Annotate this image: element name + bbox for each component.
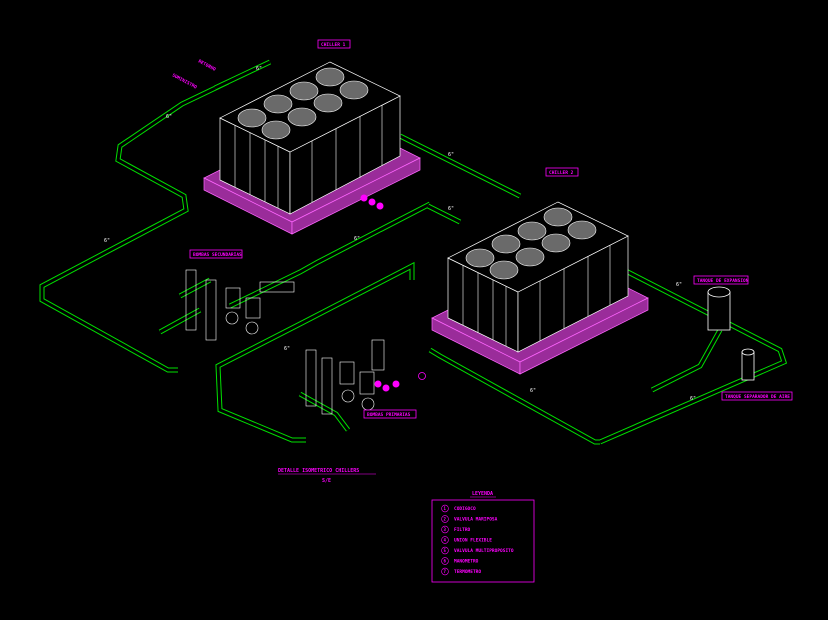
legend-item-number: 4 bbox=[444, 538, 447, 543]
legend-item-number: 2 bbox=[444, 517, 447, 522]
label-bombas-primarias: BOMBAS PRIMARIAS bbox=[367, 412, 411, 418]
legend-item-marker bbox=[441, 546, 449, 555]
legend: LEYENDA 1 CODIGOCO 2 VALVULA MARIPOSA 3 FILTR… bbox=[431, 491, 535, 583]
legend-item-number: 5 bbox=[444, 548, 447, 553]
expansion-tank bbox=[707, 286, 731, 331]
legend-item-label: CODIGOCO bbox=[454, 506, 476, 512]
drawing-title: DETALLE ISOMETRICO CHILLERS bbox=[278, 468, 359, 474]
pipe-size-labels: 6" 6" 6" 6" 6" 6" 6" 6" 6" 6" bbox=[104, 66, 696, 402]
label-suministro: SUMINISTRO bbox=[171, 72, 198, 90]
pipe-size-label: 6" bbox=[676, 282, 682, 288]
legend-item-marker bbox=[441, 536, 449, 544]
label-tanque-expansion: TANQUE DE EXPANSION bbox=[697, 278, 749, 284]
component-badges bbox=[360, 194, 426, 392]
pipe-size-label: 6" bbox=[530, 388, 536, 394]
label-chiller-1: CHILLER 1 bbox=[321, 42, 346, 48]
legend-item-label: FILTRO bbox=[454, 527, 471, 533]
legend-item-marker bbox=[441, 515, 449, 523]
pipe-size-label: 6" bbox=[354, 236, 360, 242]
pipe-size-label: 6" bbox=[104, 238, 110, 244]
legend-item-marker bbox=[441, 525, 449, 534]
air-separator-tank bbox=[741, 348, 755, 381]
legend-item-label: MANOMETRO bbox=[454, 559, 479, 565]
drawing-scale: S/E bbox=[322, 478, 331, 484]
legend-item-label: UNION FLEXIBLE bbox=[454, 538, 492, 544]
chiller-1 bbox=[203, 61, 421, 235]
legend-item-marker bbox=[441, 504, 449, 513]
legend-item-number: 7 bbox=[444, 569, 447, 574]
label-chiller-2: CHILLER 2 bbox=[549, 170, 574, 176]
legend-item-number: 6 bbox=[444, 559, 447, 564]
legend-item-marker bbox=[441, 557, 449, 565]
legend-item-marker bbox=[441, 567, 449, 576]
legend-item-label: VALVULA MULTIPROPOSITO bbox=[454, 548, 514, 554]
pipe-size-label: 6" bbox=[690, 396, 696, 402]
pipe-size-label: 6" bbox=[256, 66, 262, 72]
piping-network bbox=[39, 59, 788, 445]
chiller-2 bbox=[431, 201, 649, 375]
pipe-size-label: 6" bbox=[448, 152, 454, 158]
legend-item-number: 3 bbox=[444, 527, 447, 532]
label-retorno: RETORNO bbox=[197, 58, 217, 72]
legend-item-label: TERMOMETRO bbox=[454, 569, 481, 575]
pipe-size-label: 6" bbox=[284, 346, 290, 352]
pump-skid-secondary bbox=[185, 269, 295, 341]
label-tanque-separador: TANQUE SEPARADOR DE AIRE bbox=[725, 394, 790, 400]
legend-item-number: 1 bbox=[444, 506, 447, 511]
legend-box bbox=[431, 499, 535, 583]
label-bombas-secundarias: BOMBAS SECUNDARIAS bbox=[193, 252, 242, 258]
legend-title: LEYENDA bbox=[472, 491, 493, 497]
legend-item-label: VALVULA MARIPOSA bbox=[454, 517, 498, 523]
pipe-size-label: 6" bbox=[448, 206, 454, 212]
pipe-main-return bbox=[39, 79, 230, 373]
pipe-size-label: 6" bbox=[166, 114, 172, 120]
pump-skid-primary bbox=[305, 339, 385, 415]
